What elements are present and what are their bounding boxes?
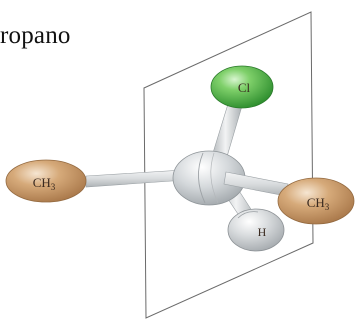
svg-text:CH3: CH3	[307, 195, 330, 212]
page-title: ropano	[0, 22, 71, 49]
bond-c-ch3-left	[85, 169, 187, 188]
atom-label-h: H	[258, 225, 267, 239]
svg-text:CH3: CH3	[33, 175, 56, 192]
atom-ch3-right: CH3	[277, 177, 355, 225]
mirror-plane	[143, 11, 314, 319]
atom-subscript-ch3-left: 3	[51, 182, 56, 192]
atom-label-cl: Cl	[238, 80, 251, 95]
atom-subscript-ch3-right: 3	[325, 202, 330, 212]
atom-label-ch3-right: CH	[307, 195, 325, 210]
atom-label-ch3-left: CH	[33, 175, 51, 190]
atom-ch3-left: CH3	[5, 159, 87, 203]
atom-h: H	[227, 208, 285, 252]
atom-cl: Cl	[210, 65, 274, 109]
